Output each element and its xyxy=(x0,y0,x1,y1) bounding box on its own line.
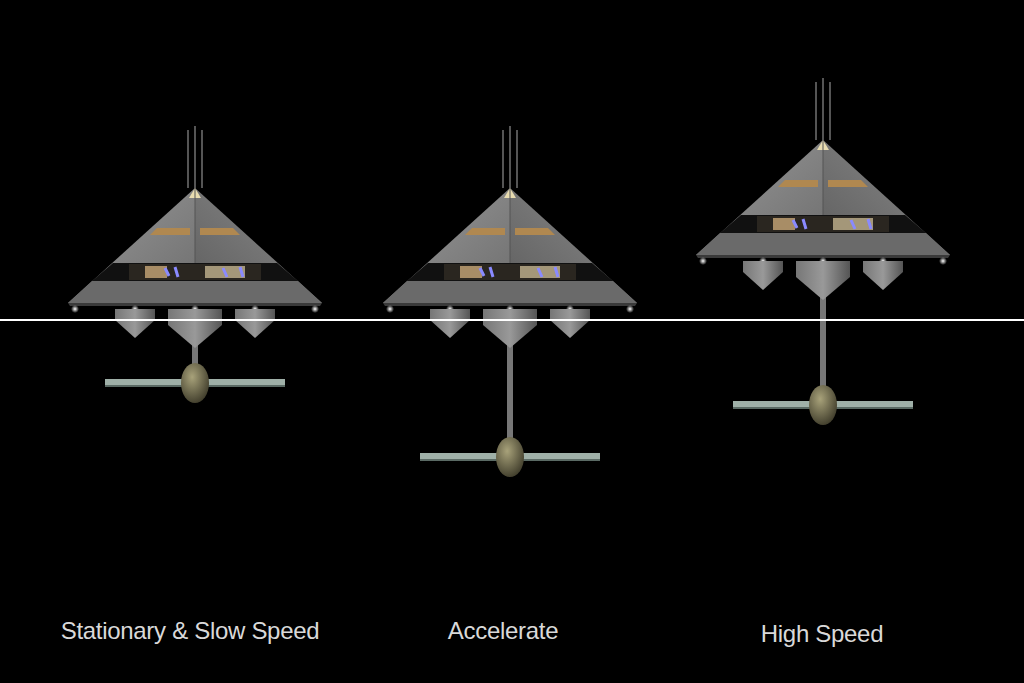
state-label: Stationary & Slow Speed xyxy=(61,617,320,645)
state-label: Accelerate xyxy=(448,617,558,645)
state-label: High Speed xyxy=(761,620,883,648)
